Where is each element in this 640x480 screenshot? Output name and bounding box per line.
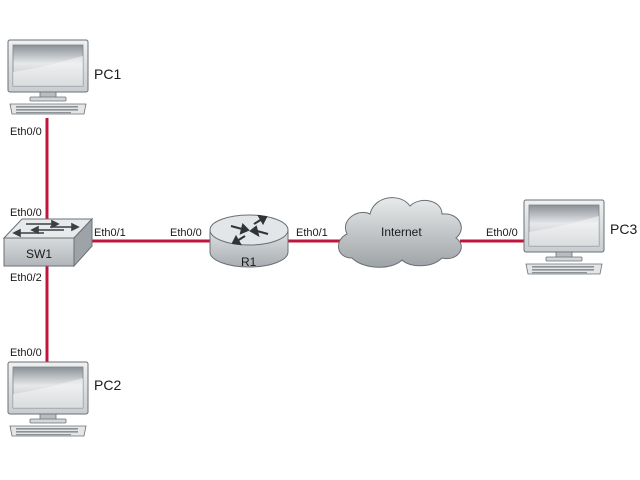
internet-label: Internet <box>381 225 422 239</box>
sw1-node[interactable]: SW1 <box>2 217 94 268</box>
r1-port-eth0-1-label: Eth0/1 <box>296 227 328 239</box>
desktop-computer-icon <box>523 199 605 275</box>
internet-node[interactable]: Internet <box>338 197 462 268</box>
sw1-port-eth0-1-label: Eth0/1 <box>94 227 126 239</box>
desktop-computer-icon <box>7 39 89 115</box>
sw1-port-eth0-2-label: Eth0/2 <box>10 272 42 284</box>
r1-node[interactable]: R1 <box>209 214 289 269</box>
pc3-node[interactable]: PC3 <box>523 199 637 275</box>
links <box>45 118 524 362</box>
r1-port-eth0-0-label: Eth0/0 <box>170 227 202 239</box>
pc2-label: PC2 <box>94 377 121 393</box>
pc2-node[interactable]: PC2 <box>7 361 121 437</box>
pc2-port-label: Eth0/0 <box>10 347 42 359</box>
port-labels: Eth0/0 Eth0/0 Eth0/1 Eth0/2 Eth0/0 Eth0/… <box>10 126 518 359</box>
pc3-label: PC3 <box>610 221 637 237</box>
sw1-label: SW1 <box>26 247 52 261</box>
r1-label: R1 <box>241 255 257 269</box>
desktop-computer-icon <box>7 361 89 437</box>
cloud-icon <box>338 197 462 268</box>
sw1-port-eth0-0-label: Eth0/0 <box>10 207 42 219</box>
pc1-label: PC1 <box>94 66 121 82</box>
pc1-node[interactable]: PC1 <box>7 39 121 115</box>
pc1-port-label: Eth0/0 <box>10 126 42 138</box>
switch-icon <box>2 217 94 268</box>
pc3-port-label: Eth0/0 <box>486 227 518 239</box>
router-icon <box>209 214 289 268</box>
